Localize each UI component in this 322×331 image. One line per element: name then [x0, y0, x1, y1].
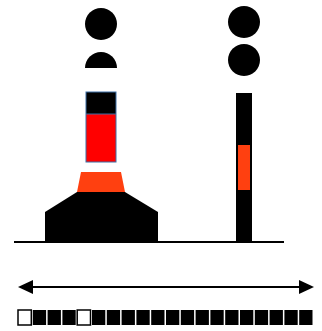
- beacon-upper-sphere: [228, 6, 260, 38]
- buoy-black-band: [85, 91, 117, 115]
- beacon-topmark-spheres-icon: [228, 6, 260, 76]
- ruler-segment: [269, 310, 283, 325]
- ruler-segment: [121, 310, 135, 325]
- buoy-topmark-spheres-icon: [85, 8, 117, 68]
- buoy: [45, 8, 158, 241]
- ruler-segment: [151, 310, 165, 325]
- beacon-lower-sphere: [228, 44, 260, 76]
- ruler-segment: [284, 310, 298, 325]
- ruler-segment: [240, 310, 254, 325]
- scale-arrow-icon: [18, 280, 314, 294]
- ruler-segment: [254, 310, 269, 325]
- ruler-segment: [299, 310, 313, 325]
- scale-arrow-right-head: [299, 280, 314, 294]
- scale-arrow-left-head: [18, 280, 33, 294]
- ruler-segment: [180, 310, 195, 325]
- ruler-segment: [210, 310, 224, 325]
- buoy-upper-sphere: [85, 8, 117, 40]
- segment-ruler: [17, 309, 313, 326]
- ruler-segment: [32, 310, 47, 325]
- beacon-orange-band: [238, 145, 250, 190]
- ruler-segment: [17, 309, 33, 326]
- ruler-segment: [92, 310, 106, 325]
- buoy-lower-sphere: [85, 52, 117, 68]
- buoy-orange-collar: [77, 172, 125, 192]
- buoy-red-band: [85, 113, 117, 163]
- ruler-segment: [47, 310, 61, 325]
- ruler-segment: [62, 310, 76, 325]
- ruler-segment: [106, 310, 121, 325]
- ruler-segment: [195, 310, 209, 325]
- buoy-hull: [45, 192, 158, 241]
- ruler-segment: [136, 310, 150, 325]
- ruler-segment: [76, 309, 92, 326]
- ruler-segment: [166, 310, 180, 325]
- ruler-segment: [225, 310, 239, 325]
- beacon: [228, 6, 260, 242]
